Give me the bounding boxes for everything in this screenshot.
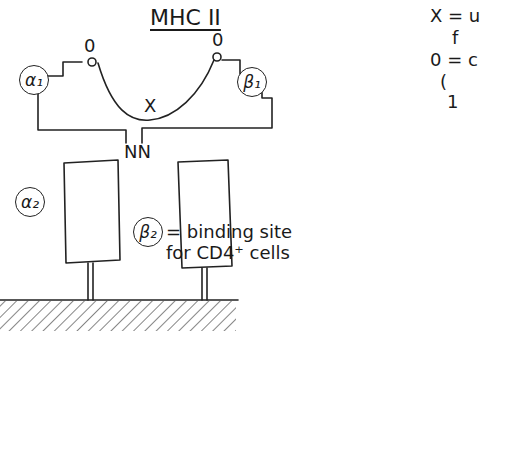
domain-label: α₁ xyxy=(25,70,43,90)
legend-note: X = u xyxy=(430,6,480,27)
peptide-groove xyxy=(98,60,214,120)
residue-label: 0 xyxy=(212,30,223,51)
domain-circle: β₂ xyxy=(133,217,163,247)
legend-note: 0 = c xyxy=(430,50,478,71)
nn-label: NN xyxy=(124,142,151,163)
membrane-line xyxy=(0,299,238,301)
domain-circle: α₂ xyxy=(15,187,45,217)
domain-circle: β₁ xyxy=(237,67,267,97)
legend-note: ( xyxy=(440,72,447,93)
legend-note: f xyxy=(452,28,458,49)
transmembrane-stem xyxy=(202,268,207,300)
transmembrane-stem xyxy=(88,263,93,300)
domain-label: β₂ xyxy=(139,222,157,242)
domain-label: α₂ xyxy=(21,192,39,212)
diagram-title: MHC II xyxy=(150,5,221,30)
domain-circle: α₁ xyxy=(19,65,49,95)
residue-mark xyxy=(213,53,221,61)
domain-label: β₁ xyxy=(243,72,261,92)
beta1-domain xyxy=(142,60,272,143)
legend-note: 1 xyxy=(447,92,458,113)
binding-note: = binding site for CD4⁺ cells xyxy=(166,222,294,263)
membrane-hatch xyxy=(0,301,236,331)
residue-mark xyxy=(88,58,96,66)
groove-mark: X xyxy=(143,96,157,117)
alpha1-domain xyxy=(38,62,126,143)
residue-label: 0 xyxy=(84,36,95,57)
alpha2-domain xyxy=(64,160,120,263)
